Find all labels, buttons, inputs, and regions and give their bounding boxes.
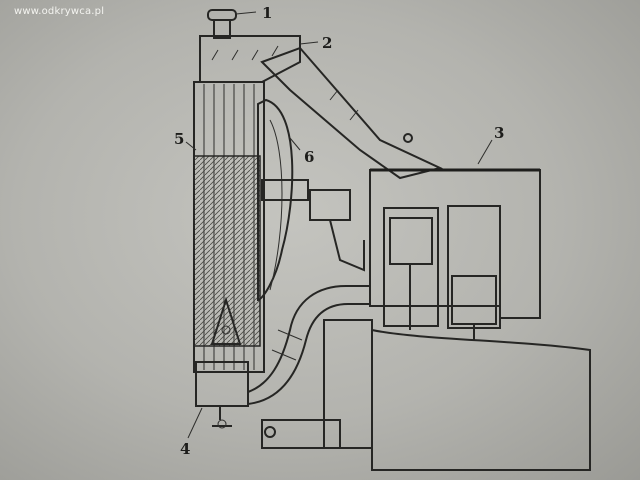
cooling-fan <box>257 98 309 302</box>
label-6: 6 <box>304 148 314 166</box>
label-4: 4 <box>180 440 190 458</box>
radiator-bottom-tank <box>195 361 249 429</box>
upper-coolant-hose <box>260 46 443 180</box>
label-3: 3 <box>494 124 504 142</box>
radiator-top-tank <box>199 35 301 83</box>
label-1: 1 <box>262 4 272 22</box>
label-5: 5 <box>174 130 184 148</box>
leader-lines <box>185 11 493 439</box>
water-pump <box>309 189 365 272</box>
engine-block <box>369 168 541 340</box>
radiator-core <box>193 81 265 373</box>
filler-cap <box>207 9 237 39</box>
label-2: 2 <box>322 34 332 52</box>
lower-coolant-hose <box>247 285 371 406</box>
watermark-text: www.odkrywca.pl <box>14 6 105 17</box>
crankcase <box>261 319 591 471</box>
